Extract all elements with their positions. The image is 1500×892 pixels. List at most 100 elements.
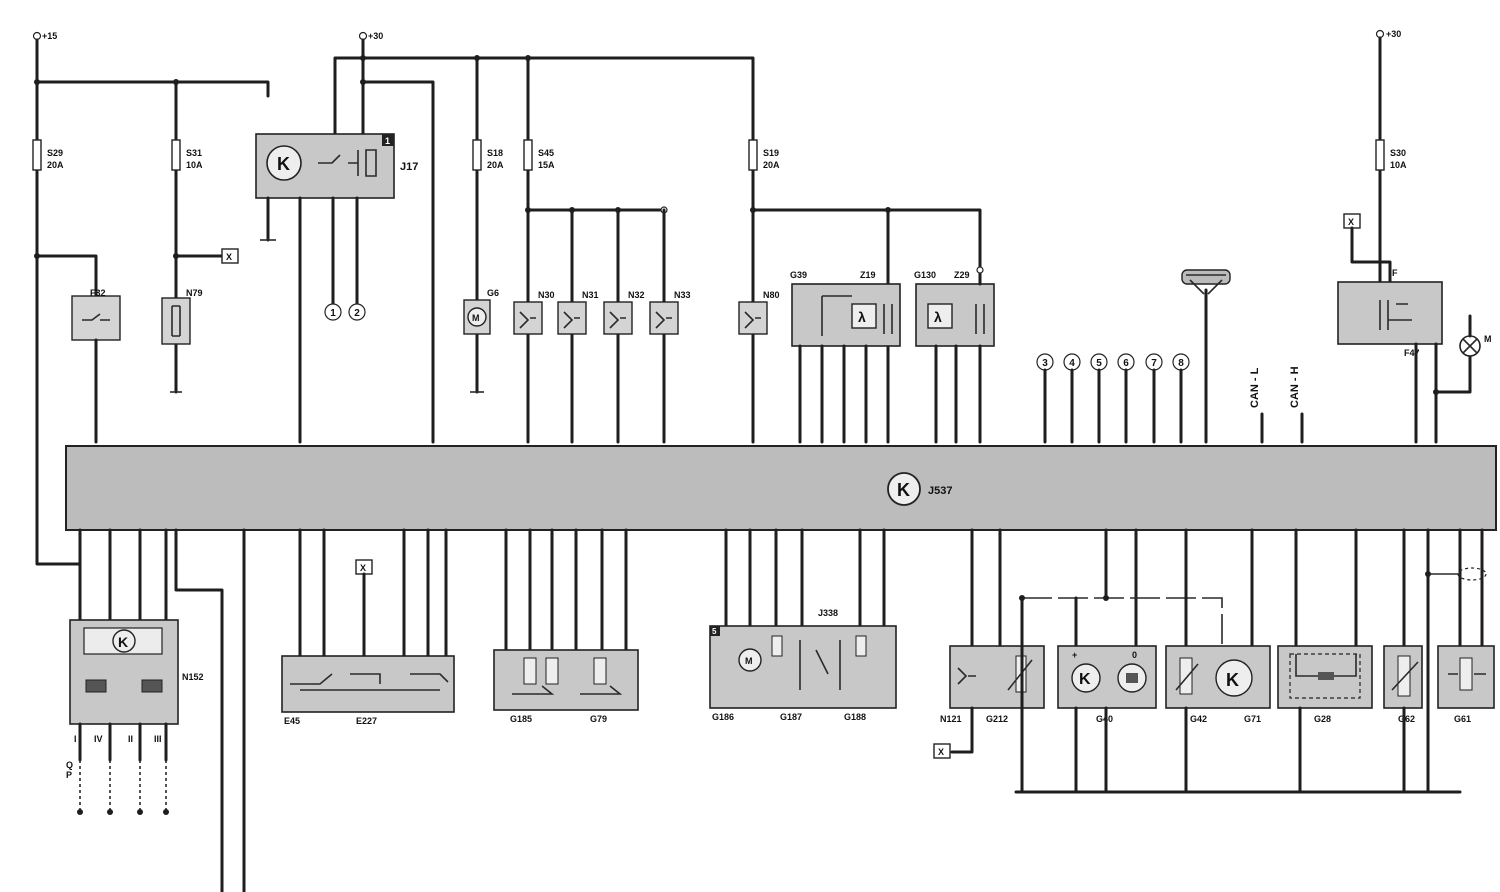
- f47-brake-switch: X F F47 M: [1337, 213, 1492, 444]
- svg-text:F32: F32: [90, 288, 106, 298]
- svg-text:Q: Q: [66, 760, 73, 770]
- e227-x-marker: X: [360, 563, 366, 573]
- svg-text:N31: N31: [582, 290, 599, 300]
- fuse-s45: S45 15A: [523, 139, 555, 171]
- can-bus: CAN - L CAN - H: [1249, 366, 1304, 444]
- j17-relay: 1 K J17: [255, 133, 418, 444]
- can-high-label: CAN - H: [1289, 366, 1301, 408]
- svg-text:S29: S29: [47, 148, 63, 158]
- svg-text:F47: F47: [1404, 348, 1420, 358]
- svg-text:G39: G39: [790, 270, 807, 280]
- svg-text:8: 8: [1178, 358, 1184, 369]
- injector-n32: N32: [603, 208, 645, 444]
- svg-text:J17: J17: [400, 161, 418, 173]
- svg-text:G71: G71: [1244, 714, 1261, 724]
- svg-text:1: 1: [330, 308, 336, 319]
- svg-text:J338: J338: [818, 608, 838, 618]
- svg-text:G187: G187: [780, 712, 802, 722]
- n79-heater: X N79: [161, 248, 239, 393]
- svg-text:III: III: [154, 734, 162, 744]
- hall-sensor-g40: K + 0 G40: [1022, 528, 1223, 794]
- svg-text:5: 5: [712, 627, 717, 636]
- svg-text:+: +: [1072, 650, 1077, 660]
- valve-n80: N80: [738, 290, 780, 335]
- svg-text:J537: J537: [928, 485, 952, 497]
- svg-text:E45: E45: [284, 716, 300, 726]
- connector-8: 8: [1172, 353, 1190, 444]
- svg-text:G61: G61: [1454, 714, 1471, 724]
- ecu-j537: K J537: [65, 445, 1497, 531]
- svg-text:λ: λ: [858, 309, 866, 325]
- wire-30-rail: [361, 56, 755, 444]
- svg-text:1: 1: [385, 136, 390, 146]
- svg-text:15A: 15A: [538, 160, 555, 170]
- f47-x-marker: X: [1348, 217, 1354, 227]
- svg-text:6: 6: [1123, 358, 1129, 369]
- fuse-s30: S30 10A: [1375, 139, 1407, 171]
- terminal-30-a: [358, 31, 368, 41]
- svg-text:2: 2: [354, 308, 360, 319]
- diagnostic-connector: [1181, 269, 1231, 444]
- fuse-s31: S31 10A: [171, 139, 203, 171]
- connector-1: [324, 303, 342, 321]
- svg-text:Z19: Z19: [860, 270, 876, 280]
- svg-text:20A: 20A: [47, 160, 64, 170]
- egr-n121-g212: N121 G212 X: [933, 528, 1045, 759]
- svg-text:G185: G185: [510, 714, 532, 724]
- svg-text:K: K: [897, 480, 910, 500]
- svg-text:G79: G79: [590, 714, 607, 724]
- svg-text:λ: λ: [934, 309, 942, 325]
- terminal-30-a-label: +30: [368, 31, 383, 41]
- connector-7: 7: [1145, 353, 1163, 444]
- svg-text:N32: N32: [628, 290, 645, 300]
- knock-sensor-g61: G61: [1425, 528, 1495, 794]
- svg-text:N30: N30: [538, 290, 555, 300]
- svg-text:P: P: [66, 770, 72, 780]
- svg-text:Z29: Z29: [954, 270, 970, 280]
- terminal-15-label: +15: [42, 31, 57, 41]
- g6-fuel-pump: M G6: [463, 288, 499, 393]
- svg-text:K: K: [277, 154, 290, 174]
- svg-text:IV: IV: [94, 734, 103, 744]
- svg-text:N121: N121: [940, 714, 962, 724]
- svg-text:II: II: [128, 734, 133, 744]
- injector-n30: N30: [513, 290, 555, 335]
- svg-text:0: 0: [1132, 650, 1137, 660]
- lambda-probe-g130: G130 Z29 λ: [914, 266, 995, 444]
- svg-text:G130: G130: [914, 270, 936, 280]
- svg-text:10A: 10A: [1390, 160, 1407, 170]
- svg-text:E227: E227: [356, 716, 377, 726]
- svg-text:G28: G28: [1314, 714, 1331, 724]
- svg-text:G62: G62: [1398, 714, 1415, 724]
- svg-text:S18: S18: [487, 148, 503, 158]
- f32-switch: F32: [71, 288, 121, 444]
- fuse-s18: S18 20A: [472, 139, 504, 171]
- connector-6: 6: [1117, 353, 1135, 444]
- svg-text:N80: N80: [763, 290, 780, 300]
- fuse-s19: S19 20A: [748, 139, 780, 171]
- ignition-coil-n152: K N152 I IV II III Q P: [66, 528, 224, 892]
- svg-text:K: K: [118, 634, 128, 650]
- cruise-switch-e45-e227: X E45 E227: [281, 528, 455, 726]
- svg-text:K: K: [1079, 671, 1091, 688]
- svg-text:G212: G212: [986, 714, 1008, 724]
- svg-text:4: 4: [1069, 358, 1075, 369]
- wire-n80-bus: [751, 208, 982, 272]
- connector-4: 4: [1063, 353, 1081, 444]
- svg-text:N33: N33: [674, 290, 691, 300]
- wire-30-j537: [361, 80, 435, 444]
- wire-15-rail: [35, 80, 270, 98]
- can-low-label: CAN - L: [1249, 367, 1261, 408]
- fuse-s29: S29 20A: [32, 124, 64, 171]
- throttle-j338: 5 J338 M G186 G187 G188: [709, 528, 897, 722]
- temp-sensor-g62: G62: [1383, 528, 1423, 794]
- svg-text:7: 7: [1151, 358, 1157, 369]
- svg-text:G186: G186: [712, 712, 734, 722]
- sensors-g42-g71: K G42 G71: [1165, 528, 1271, 794]
- svg-text:3: 3: [1042, 358, 1048, 369]
- lambda-probe-g39: G39 Z19 λ: [790, 270, 901, 444]
- wire-30-relay: [333, 56, 365, 138]
- svg-text:F: F: [1392, 268, 1398, 278]
- n79-x-marker: X: [226, 252, 232, 262]
